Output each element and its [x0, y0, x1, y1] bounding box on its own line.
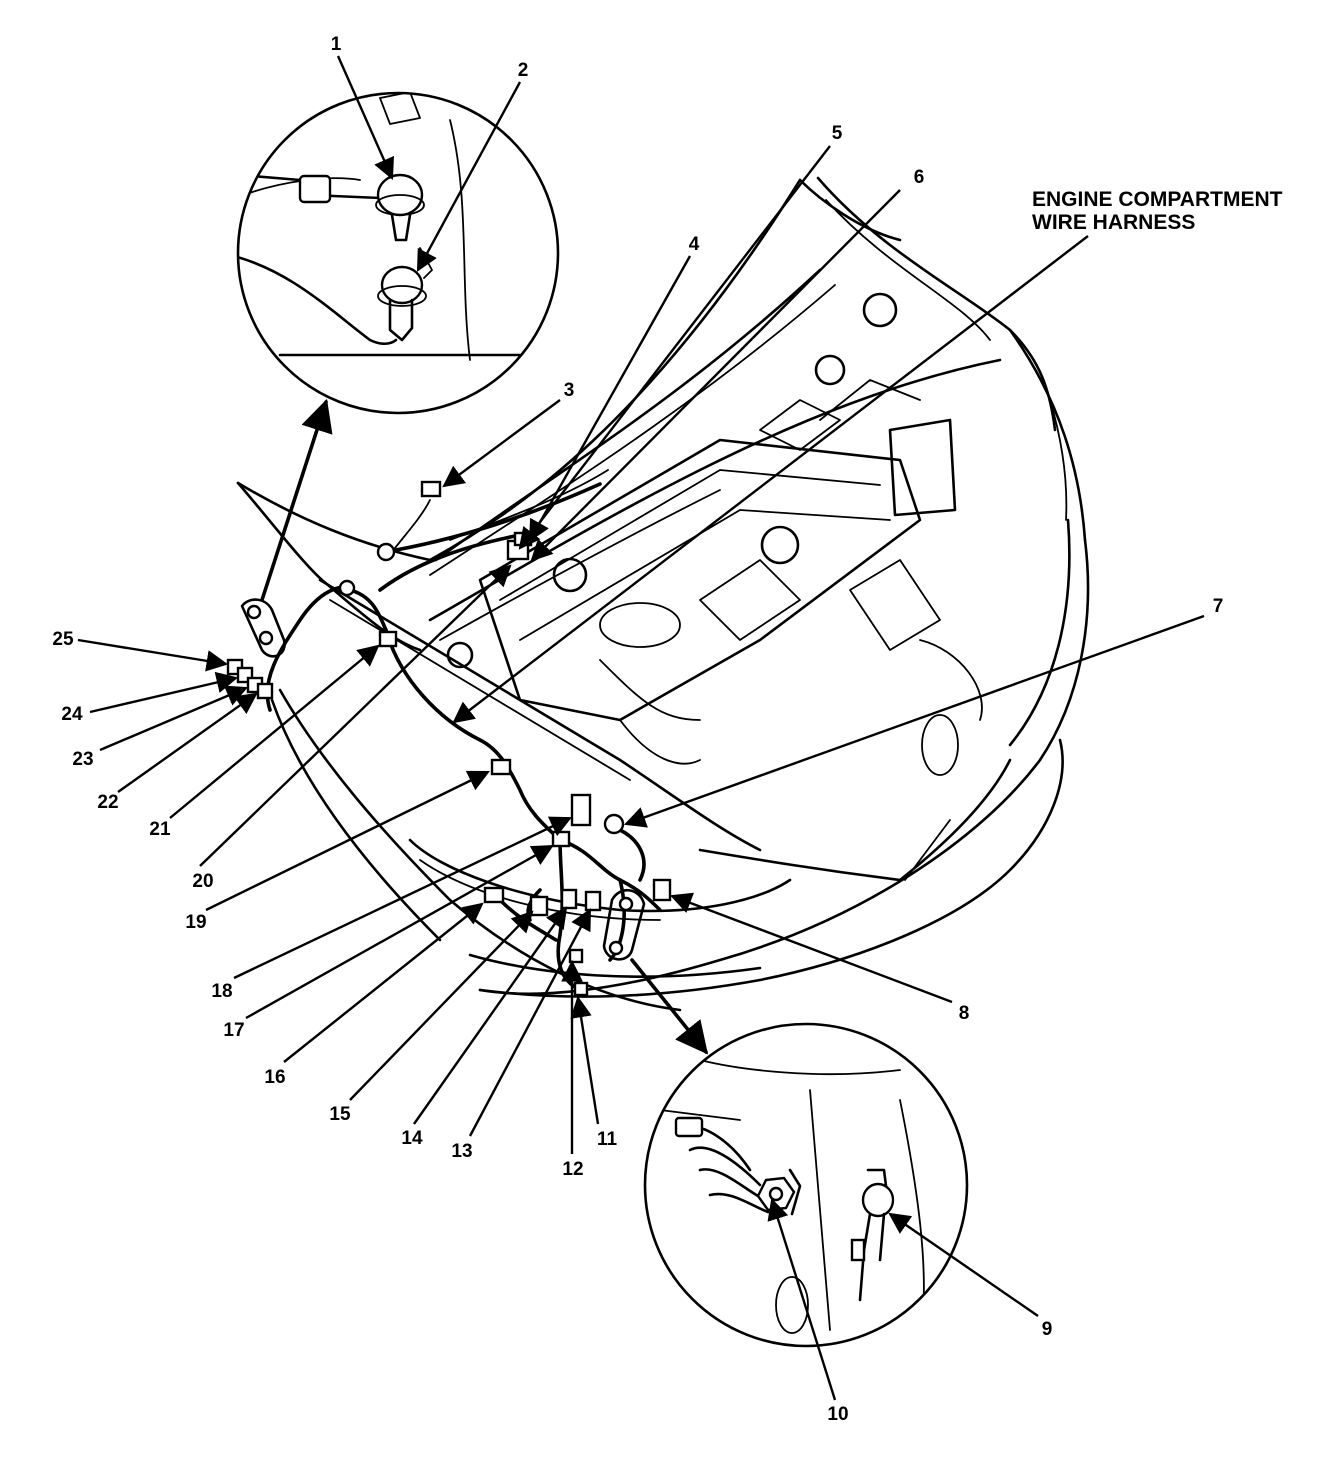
- callout-23: 23: [72, 749, 93, 770]
- callout-25: 25: [52, 629, 74, 650]
- callout-3: 3: [564, 380, 575, 401]
- callout-2: 2: [518, 60, 529, 81]
- connector-13: [584, 890, 602, 912]
- connector-18: [570, 793, 592, 827]
- callout-20: 20: [192, 871, 213, 892]
- callout-6: 6: [914, 167, 925, 188]
- harness-title-line2: WIRE HARNESS: [1032, 211, 1195, 234]
- inset-upper-left: [236, 91, 560, 415]
- callout-13: 13: [451, 1141, 472, 1162]
- callout-numbers: 1 2 3 4 5 6 7 8 9 10 11 12 13 14 15 16 1…: [52, 34, 1223, 1425]
- ground-7: [603, 813, 625, 835]
- callout-10: 10: [827, 1404, 848, 1425]
- connector-3: [420, 480, 442, 498]
- ground-bracket-left: [240, 598, 286, 658]
- leader-lines: [77, 55, 1205, 1401]
- callout-11: 11: [597, 1129, 618, 1150]
- callout-17: 17: [223, 1020, 244, 1041]
- connector-12: [568, 948, 584, 964]
- engine-relay-box: [888, 418, 957, 517]
- connector-22: [256, 682, 274, 700]
- grommet-left: [338, 579, 356, 597]
- ground-terminal-2: [380, 265, 424, 305]
- callout-1: 1: [331, 34, 342, 55]
- callout-24: 24: [61, 704, 83, 725]
- connector-19: [490, 758, 512, 776]
- connector-15: [529, 895, 549, 917]
- callout-14: 14: [401, 1128, 423, 1149]
- vehicle-body: [236, 176, 1090, 1012]
- connector-21: [378, 630, 398, 648]
- ground-bracket-lower: [602, 889, 646, 961]
- callout-22: 22: [97, 792, 118, 813]
- connector-16: [483, 886, 505, 904]
- engine-assembly: [446, 292, 983, 776]
- callout-15: 15: [329, 1104, 351, 1125]
- ground-bolt-9: [861, 1182, 895, 1218]
- connector-8: [652, 878, 672, 902]
- callout-16: 16: [264, 1067, 285, 1088]
- connector-17: [551, 830, 571, 848]
- harness-title-line1: ENGINE COMPARTMENT: [1032, 188, 1283, 211]
- callout-5: 5: [832, 123, 843, 144]
- connector-11: [573, 981, 589, 997]
- grommet-upper: [376, 542, 396, 562]
- callout-8: 8: [959, 1003, 970, 1024]
- detail-arrows: [260, 398, 709, 1055]
- callout-12: 12: [562, 1159, 583, 1180]
- callout-21: 21: [149, 819, 171, 840]
- inset-lower-right: [643, 1022, 969, 1348]
- callout-4: 4: [689, 234, 700, 255]
- connector-14: [560, 888, 578, 910]
- callout-18: 18: [211, 981, 232, 1002]
- callout-9: 9: [1042, 1319, 1053, 1340]
- callout-7: 7: [1213, 596, 1224, 617]
- callout-19: 19: [185, 912, 206, 933]
